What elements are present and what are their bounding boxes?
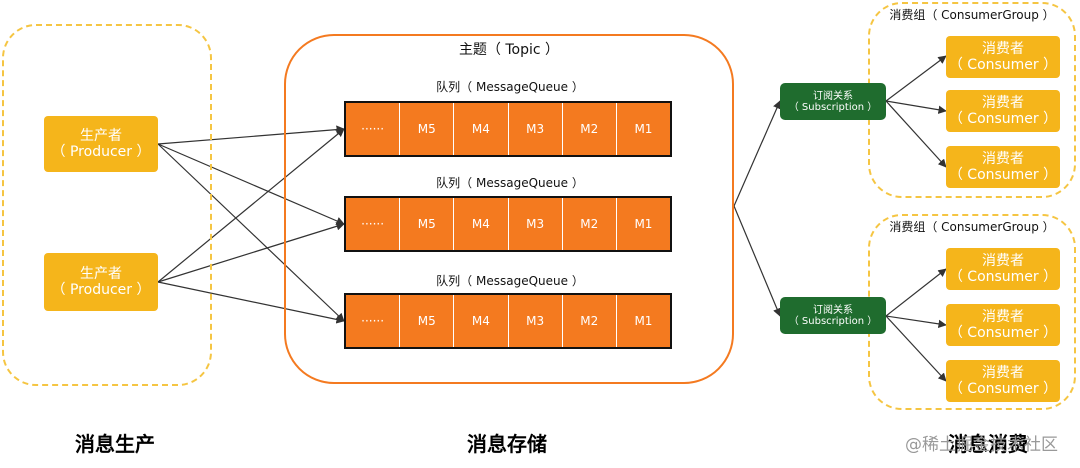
queue-3-message-m4: M4 <box>454 295 509 347</box>
queue-2-message-ellipsis: ······ <box>346 198 401 250</box>
queue-to-subscription-1-arrow <box>733 100 781 207</box>
producer-1-to-queue-3-arrow <box>157 143 345 322</box>
consumer-node-6-title: 消费者 <box>982 364 1024 381</box>
producer-2-to-queue-1-arrow <box>157 128 345 283</box>
producer-node-2-title: 生产者 <box>80 265 122 282</box>
queue-row-3: ······ M5 M4 M3 M2 M1 <box>344 293 672 349</box>
queue-1-message-m2: M2 <box>563 103 617 155</box>
consumer-node-4-subtitle: （ Consumer ） <box>948 269 1058 285</box>
consumer-node-1-title: 消费者 <box>982 40 1024 57</box>
consumer-node-6: 消费者 （ Consumer ） <box>946 360 1060 402</box>
queue-2-message-m5: M5 <box>400 198 455 250</box>
subscription-1-to-consumer-2-arrow <box>885 100 947 114</box>
producer-1-to-queue-1-arrow <box>157 125 345 145</box>
subscription-1-to-consumer-3-arrow <box>885 100 947 168</box>
producer-node-1-subtitle: （ Producer ） <box>51 144 151 160</box>
consumer-group-title-2: 消费组（ ConsumerGroup ） <box>889 220 1055 234</box>
queue-2-message-m1: M1 <box>634 217 653 231</box>
queue-1-message-m3: M3 <box>509 103 563 155</box>
subscription-2-to-consumer-5-arrow <box>885 315 947 329</box>
consumer-node-3-title: 消费者 <box>982 150 1024 167</box>
consumer-node-2-subtitle: （ Consumer ） <box>948 111 1058 127</box>
subscription-2-to-consumer-4-arrow <box>885 268 947 317</box>
subscription-node-2-subtitle: （ Subscription ） <box>788 316 878 327</box>
consumer-node-2: 消费者 （ Consumer ） <box>946 90 1060 132</box>
consumer-group-title-1: 消费组（ ConsumerGroup ） <box>889 8 1055 22</box>
consumer-node-5-title: 消费者 <box>982 308 1024 325</box>
consumer-node-3-subtitle: （ Consumer ） <box>948 167 1058 183</box>
producer-section-label: 消息生产 <box>75 432 155 456</box>
queue-1-message-m1: M1 <box>634 122 653 136</box>
producer-node-1: 生产者 （ Producer ） <box>44 116 158 172</box>
consumer-node-3: 消费者 （ Consumer ） <box>946 146 1060 188</box>
queue-3-message-m3: M3 <box>509 295 563 347</box>
queue-3-message-m2: M2 <box>563 295 617 347</box>
subscription-1-to-consumer-1-arrow <box>885 55 947 102</box>
topic-title: 主题（ Topic ） <box>458 42 560 58</box>
producer-node-2: 生产者 （ Producer ） <box>44 253 158 311</box>
queue-title-3: 队列（ MessageQueue ） <box>436 274 584 288</box>
storage-section-label: 消息存储 <box>467 432 547 456</box>
subscription-node-2: 订阅关系 （ Subscription ） <box>780 297 886 334</box>
consumer-node-1-subtitle: （ Consumer ） <box>948 57 1058 73</box>
subscription-2-to-consumer-6-arrow <box>885 315 947 382</box>
queue-row-2: ······ M5 M4 M3 M2 M1 <box>344 196 672 252</box>
consumer-node-4-title: 消费者 <box>982 252 1024 269</box>
queue-1-message-ellipsis: ······ <box>346 103 401 155</box>
subscription-node-1-title: 订阅关系 <box>813 90 853 102</box>
watermark: @稀土掘金技术社区 <box>905 435 1058 455</box>
queue-3-message-ellipsis: ······ <box>346 295 401 347</box>
queue-title-2: 队列（ MessageQueue ） <box>436 176 584 190</box>
producer-node-1-title: 生产者 <box>80 127 122 144</box>
consumer-node-5-subtitle: （ Consumer ） <box>948 325 1058 341</box>
consumer-node-2-title: 消费者 <box>982 94 1024 111</box>
queue-3-message-m1: M1 <box>634 314 653 328</box>
producer-2-to-queue-3-arrow <box>157 281 345 324</box>
consumer-node-4: 消费者 （ Consumer ） <box>946 248 1060 290</box>
queue-1-message-m5: M5 <box>400 103 455 155</box>
producer-node-2-subtitle: （ Producer ） <box>51 282 151 298</box>
consumer-node-1: 消费者 （ Consumer ） <box>946 36 1060 78</box>
consumer-section-label: 消息消费 <box>948 432 1028 456</box>
queue-to-subscription-2-arrow <box>733 205 781 317</box>
producer-1-to-queue-2-arrow <box>157 143 345 225</box>
consumer-node-5: 消费者 （ Consumer ） <box>946 304 1060 346</box>
queue-3-message-m5: M5 <box>400 295 455 347</box>
queue-2-message-m2: M2 <box>563 198 617 250</box>
producer-2-to-queue-2-arrow <box>157 222 345 283</box>
subscription-node-2-title: 订阅关系 <box>813 304 853 316</box>
queue-2-message-m4: M4 <box>454 198 509 250</box>
topic-box <box>284 34 734 384</box>
queue-2-message-m3: M3 <box>509 198 563 250</box>
queue-title-1: 队列（ MessageQueue ） <box>436 80 584 94</box>
subscription-node-1-subtitle: （ Subscription ） <box>788 102 878 113</box>
producer-area <box>2 24 212 386</box>
consumer-node-6-subtitle: （ Consumer ） <box>948 381 1058 397</box>
queue-row-1: ······ M5 M4 M3 M2 M1 <box>344 101 672 157</box>
subscription-node-1: 订阅关系 （ Subscription ） <box>780 83 886 120</box>
queue-1-message-m4: M4 <box>454 103 509 155</box>
